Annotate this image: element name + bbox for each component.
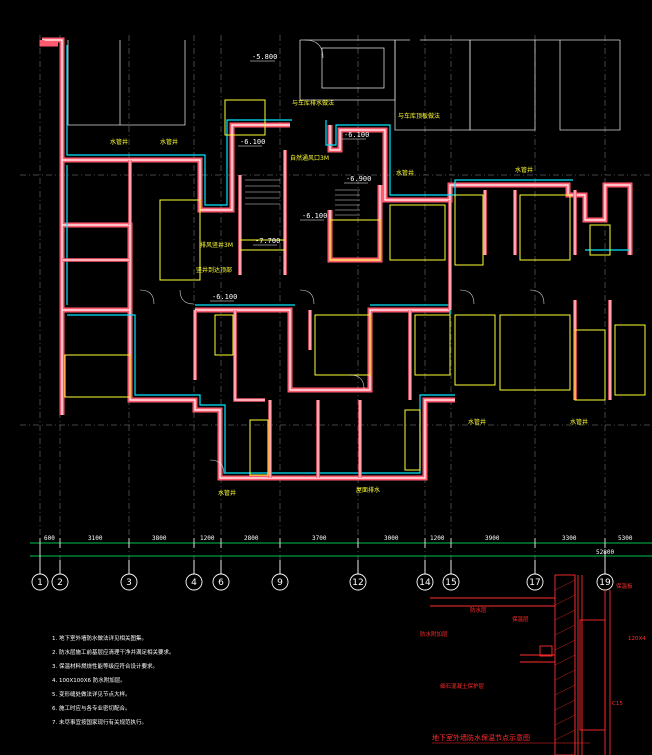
note-line: 7. 未尽事宜按国家现行有关规范执行。: [52, 718, 147, 726]
elevation-mark: -6.100: [240, 138, 265, 146]
axis-label: 9: [277, 578, 283, 588]
shaft-label: 水管井: [570, 418, 588, 426]
partitions: [64, 99, 646, 476]
axis-label: 1: [37, 578, 43, 588]
elevation-mark: -5.800: [252, 53, 277, 61]
shaft-label: 水管井: [218, 489, 236, 497]
dimension-label: 3300: [562, 535, 577, 542]
elevation-mark: -6.900: [346, 175, 371, 183]
note-line: 6. 施工时应与各专业密切配合。: [52, 704, 131, 712]
shaft-label: 水管井: [515, 166, 533, 174]
axis-label: 15: [445, 578, 456, 588]
general-notes: 1. 地下室外墙防水做法详见相关图集。 2. 防水层施工前基层应清理干净并满足相…: [52, 634, 175, 726]
elevation-mark: -7.700: [255, 237, 280, 245]
dimension-label: 3900: [485, 535, 500, 542]
callout-text: 自然通风口3M: [290, 154, 329, 162]
dimension-total: 52800: [596, 549, 614, 556]
axis-label: 14: [419, 578, 431, 588]
callout-text: 屋面排水: [356, 486, 380, 494]
detail-title: 地下室外墙防水保温节点示意图: [432, 733, 530, 742]
axis-label: 4: [191, 578, 197, 588]
note-line: 3. 保温材料燃烧性能等级应符合设计要求。: [52, 662, 158, 670]
dimension-label: 3100: [88, 535, 103, 542]
axis-labels: 1 2 3 4 6 9 12 14 15 17 19: [37, 578, 611, 588]
shaft-label: 水管井: [468, 418, 486, 426]
dimension-label: 5300: [618, 535, 633, 542]
dimension-label: 2800: [244, 535, 259, 542]
shaft-label: 水管井: [160, 138, 178, 146]
wall-detail: [430, 574, 611, 755]
dimension-label: 1200: [200, 535, 215, 542]
dimension-chain: [30, 542, 652, 557]
detail-labels: 防水层 保温层 120X4 防水附加层 保温板 细石混凝土保护层 C15: [420, 582, 646, 707]
dimension-labels: 600 3100 3800 1200 2800 3700 3000 1200 3…: [44, 535, 633, 556]
dimension-label: 3700: [312, 535, 327, 542]
note-line: 2. 防水层施工前基层应清理干净并满足相关要求。: [52, 648, 175, 656]
door-swings: [139, 39, 545, 475]
note-line: 1. 地下室外墙防水做法详见相关图集。: [52, 634, 147, 642]
note-line: 5. 变形缝处做法详见节点大样。: [52, 690, 131, 698]
axis-label: 2: [57, 578, 63, 588]
dimension-label: 600: [44, 535, 55, 542]
elevation-marks: -5.800 -6.100 -6.100 -6.900 -6.100 -7.70…: [212, 53, 371, 301]
dimension-label: 1200: [430, 535, 445, 542]
elevation-mark: -6.100: [302, 212, 327, 220]
detail-label: 防水附加层: [420, 630, 448, 638]
detail-label: 防水层: [470, 606, 487, 614]
dimension-label: 3800: [152, 535, 167, 542]
note-line: 4. 100X100X6 防水附加层。: [52, 676, 126, 684]
detail-label: 保温板: [616, 582, 633, 590]
dimension-ticks: [39, 538, 606, 560]
detail-label: C15: [612, 701, 623, 707]
shaft-label: 水管井: [110, 138, 128, 146]
elevation-mark: -6.100: [212, 293, 237, 301]
detail-label: 120X4: [628, 636, 646, 642]
axis-label: 6: [218, 578, 224, 588]
annotations: 水管井 水管井 水管井 水管井 水管井 水管井 水管井 与车库排水做法 与车库顶…: [110, 99, 588, 497]
callout-text: 竖井到达顶部: [196, 266, 232, 274]
axis-bubbles: [31, 560, 614, 591]
dimension-label: 3000: [384, 535, 399, 542]
shaft-label: 水管井: [396, 169, 414, 177]
axis-label: 19: [599, 578, 611, 588]
interior-walls: [62, 150, 612, 478]
callout-text: 与车库顶板做法: [398, 112, 440, 120]
garage-outline: [67, 39, 621, 131]
axis-label: 3: [126, 578, 132, 588]
stair-hatch: [245, 179, 360, 216]
axis-label: 12: [352, 578, 363, 588]
detail-hatch: [554, 579, 576, 741]
detail-label: 细石混凝土保护层: [440, 682, 485, 690]
detail-label: 保温层: [512, 615, 529, 623]
elevation-mark: -6.100: [344, 131, 369, 139]
callout-text: 排风竖井3M: [200, 241, 233, 249]
callout-text: 与车库排水做法: [292, 99, 334, 107]
axis-label: 17: [529, 578, 540, 588]
elevation-underlines: [210, 60, 368, 302]
